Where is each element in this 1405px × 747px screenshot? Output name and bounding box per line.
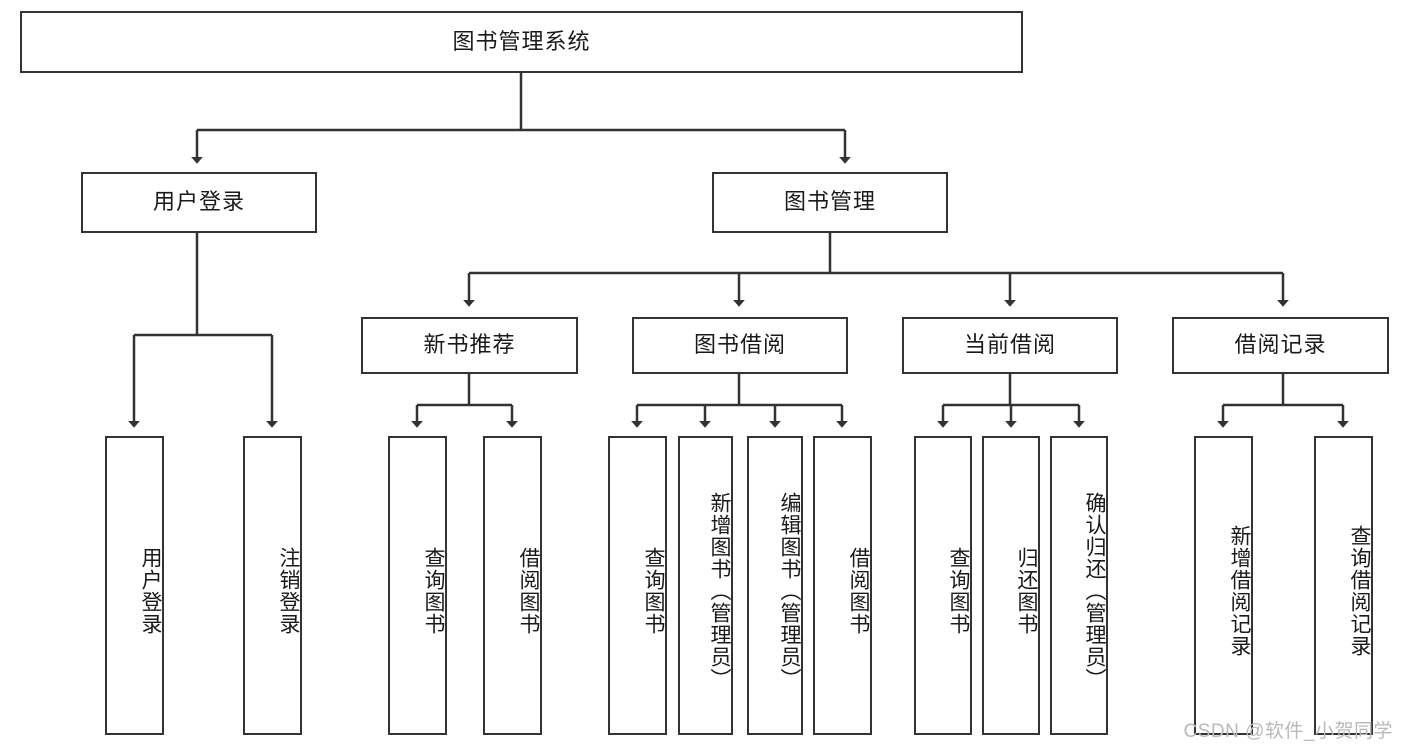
node-leaf-add-book-label: 新增图书（管理员） [708, 491, 731, 690]
node-leaf-query-record[interactable]: 查询借阅记录 [1314, 436, 1373, 735]
node-book-manage-label: 图书管理 [783, 189, 876, 215]
node-user-login-label: 用户登录 [152, 189, 245, 215]
node-leaf-edit-book[interactable]: 编辑图书（管理员） [747, 436, 803, 735]
node-leaf-user-login-label: 用户登录 [139, 546, 162, 635]
node-leaf-borrow-book-2[interactable]: 借阅图书 [813, 436, 872, 735]
node-leaf-add-record-label: 新增借阅记录 [1228, 524, 1251, 657]
node-leaf-query-record-label: 查询借阅记录 [1348, 524, 1371, 657]
node-leaf-user-login[interactable]: 用户登录 [105, 436, 164, 735]
node-root-label: 图书管理系统 [452, 28, 591, 54]
node-leaf-borrow-book-1[interactable]: 借阅图书 [483, 436, 542, 735]
node-leaf-borrow-book-2-label: 借阅图书 [847, 546, 870, 635]
watermark: CSDN @软件_小贺同学 [1183, 721, 1393, 742]
node-current-borrow[interactable]: 当前借阅 [902, 317, 1118, 374]
node-borrow-record[interactable]: 借阅记录 [1172, 317, 1389, 374]
node-book-manage[interactable]: 图书管理 [712, 172, 948, 233]
node-new-book-recommend[interactable]: 新书推荐 [361, 317, 578, 374]
node-leaf-user-logout[interactable]: 注销登录 [243, 436, 302, 735]
node-leaf-confirm-return-label: 确认归还（管理员） [1083, 491, 1106, 690]
node-leaf-borrow-book-1-label: 借阅图书 [517, 546, 540, 635]
node-leaf-query-book-3[interactable]: 查询图书 [914, 436, 972, 735]
node-leaf-query-book-2-label: 查询图书 [642, 546, 665, 635]
node-book-borrow[interactable]: 图书借阅 [632, 317, 848, 374]
node-leaf-edit-book-label: 编辑图书（管理员） [778, 491, 801, 690]
node-current-borrow-label: 当前借阅 [963, 332, 1056, 358]
node-leaf-confirm-return[interactable]: 确认归还（管理员） [1050, 436, 1108, 735]
node-leaf-return-book-label: 归还图书 [1015, 546, 1038, 635]
node-new-book-recommend-label: 新书推荐 [423, 332, 516, 358]
node-user-login[interactable]: 用户登录 [81, 172, 317, 233]
node-leaf-user-logout-label: 注销登录 [277, 546, 300, 635]
node-root[interactable]: 图书管理系统 [20, 11, 1023, 73]
node-book-borrow-label: 图书借阅 [693, 332, 786, 358]
node-leaf-add-record[interactable]: 新增借阅记录 [1194, 436, 1253, 735]
node-leaf-add-book[interactable]: 新增图书（管理员） [678, 436, 733, 735]
node-leaf-return-book[interactable]: 归还图书 [982, 436, 1040, 735]
node-borrow-record-label: 借阅记录 [1234, 332, 1327, 358]
node-leaf-query-book-1[interactable]: 查询图书 [388, 436, 447, 735]
node-leaf-query-book-2[interactable]: 查询图书 [608, 436, 667, 735]
node-leaf-query-book-1-label: 查询图书 [422, 546, 445, 635]
node-leaf-query-book-3-label: 查询图书 [947, 546, 970, 635]
